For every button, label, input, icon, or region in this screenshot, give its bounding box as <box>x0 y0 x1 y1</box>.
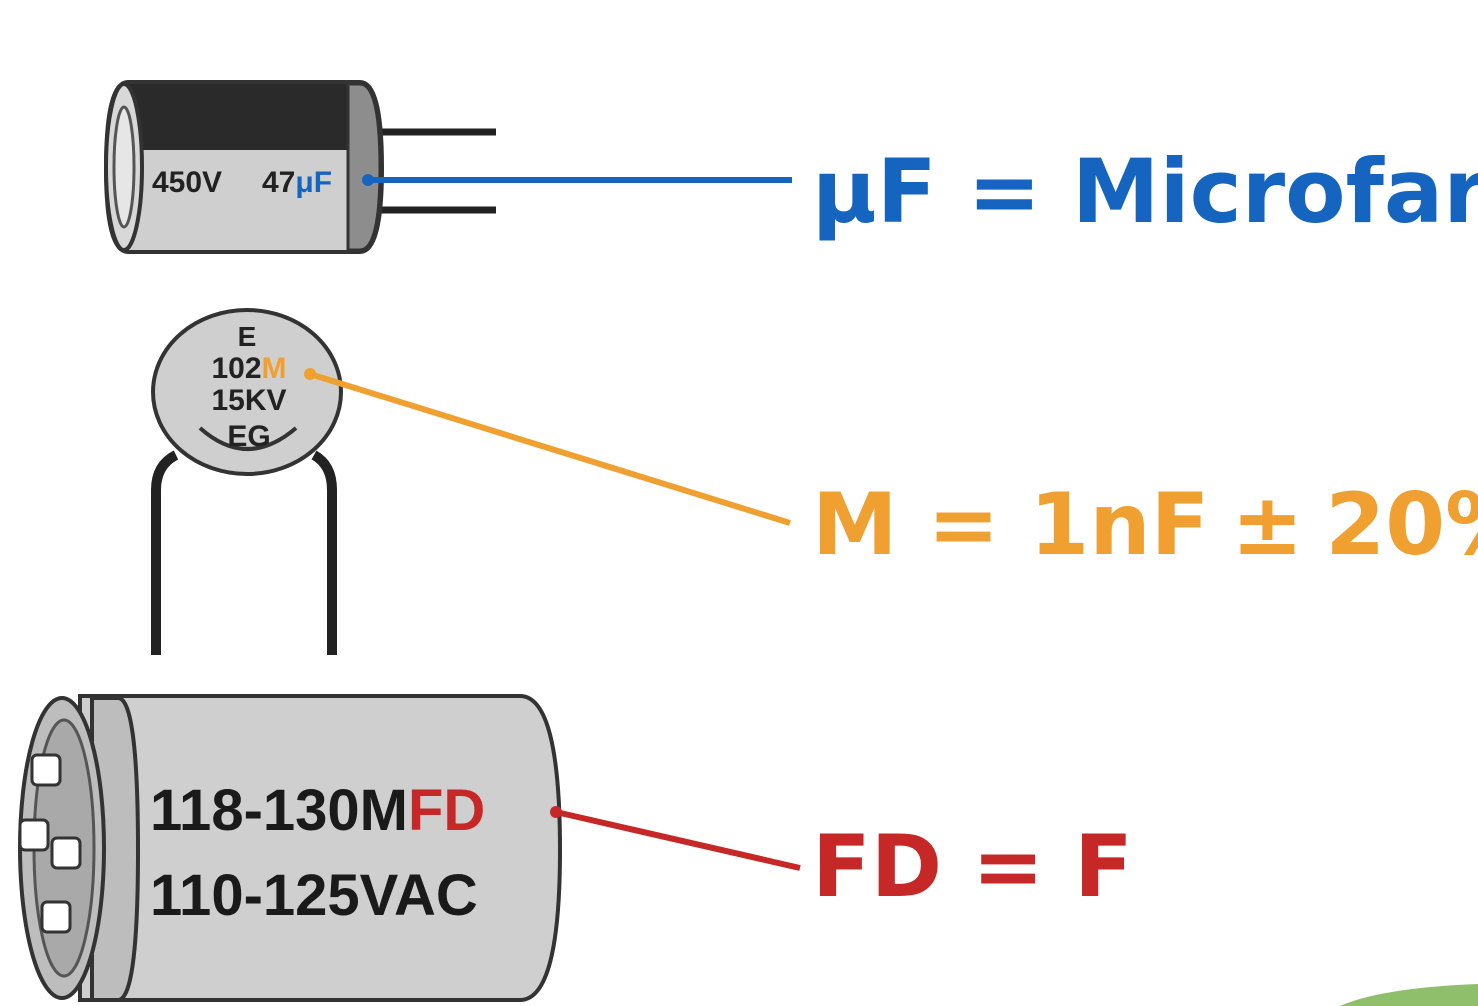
ceramic-disc-arc <box>198 426 298 451</box>
motor-cap-line-1: 118-130MFD <box>150 778 485 843</box>
microfarad-pointer-dot <box>362 174 374 186</box>
electrolytic-capacitance: 47μF <box>262 166 332 199</box>
motor-cap-capacitance: 118-130M <box>150 778 408 843</box>
motor-cap-terminal <box>50 836 82 870</box>
ceramic-tolerance-letter: M <box>262 352 287 385</box>
motor-cap-rim <box>90 696 141 1002</box>
electrolytic-left-face-inner <box>112 105 136 229</box>
tolerance-label-value: M = 1nF <box>812 475 1209 575</box>
fd-label: FD = F <box>812 817 1133 917</box>
ceramic-line-3: 15KV <box>211 384 286 417</box>
motor-cap-terminal <box>18 818 50 852</box>
electrolytic-capacitance-unit: μF <box>295 166 332 199</box>
motor-cap-terminal <box>40 900 72 934</box>
motor-cap-line-2: 110-125VAC <box>150 863 478 928</box>
motor-cap-body <box>78 694 563 1002</box>
tolerance-percent: 20% <box>1325 475 1478 575</box>
tolerance-label: M = 1nF±20% <box>812 475 1478 575</box>
fd-pointer-dot <box>550 806 562 818</box>
tolerance-plus-minus: ± <box>1231 475 1303 575</box>
ceramic-line-4: EG <box>227 420 270 453</box>
microfarad-label: μF = Microfara <box>812 140 1478 243</box>
motor-cap-unit: FD <box>408 778 485 843</box>
motor-capacitor: 118-130MFD 110-125VAC <box>18 694 563 1002</box>
ceramic-disc <box>151 308 343 476</box>
green-corner-fragment <box>1340 984 1478 1006</box>
electrolytic-capacitor: 450V 47μF <box>103 80 496 254</box>
electrolytic-voltage: 450V <box>152 166 222 199</box>
tolerance-pointer-line <box>309 371 791 526</box>
electrolytic-capacitance-value: 47 <box>262 166 295 199</box>
ceramic-lead-right <box>311 450 337 655</box>
ceramic-line-2: 102M <box>211 352 286 385</box>
ceramic-code: 102 <box>211 352 261 385</box>
ceramic-capacitor: E 102M 15KV EG <box>151 308 343 655</box>
ceramic-lead-left <box>151 450 179 655</box>
motor-cap-terminal <box>30 753 62 787</box>
fd-pointer-line <box>555 809 801 871</box>
electrolytic-dark-band <box>112 84 350 150</box>
ceramic-line-1: E <box>238 321 257 352</box>
tolerance-pointer-dot <box>304 368 316 380</box>
electrolytic-end-cap <box>346 82 382 252</box>
